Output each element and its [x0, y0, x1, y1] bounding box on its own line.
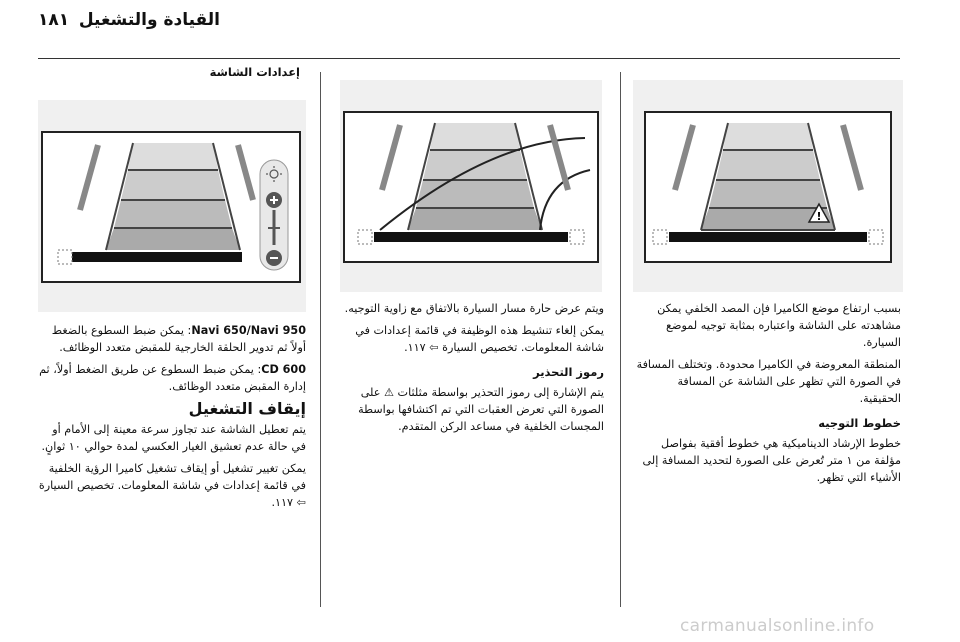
- cd-brightness-paragraph: CD 600: يمكن ضبط السطوع عن طريق الضغط أو…: [38, 361, 306, 395]
- deactivate-paragraph: يمكن إلغاء تنشيط هذه الوظيفة في قائمة إع…: [355, 324, 604, 354]
- navi-brightness-paragraph: Navi 650/Navi 950: يمكن ضبط السطوع بالضغ…: [38, 322, 306, 356]
- display-settings-heading: إعدادات الشاشة: [209, 65, 300, 79]
- column-divider-right: [620, 72, 621, 607]
- guide-lines-paragraph: خطوط الإرشاد الديناميكية هي خطوط أفقية ب…: [642, 437, 901, 484]
- watermark: carmanualsonline.info: [680, 616, 875, 636]
- guide-lines-heading: خطوط التوجيه: [818, 416, 901, 430]
- navi-brightness-text: : يمكن ضبط السطوع بالضغط أولاً ثم تدوير …: [51, 324, 306, 354]
- middle-column-text: ويتم عرض حارة مسار السيارة بالاتفاق مع ز…: [338, 300, 604, 440]
- left-column-text: Navi 650/Navi 950: يمكن ضبط السطوع بالضغ…: [38, 322, 306, 516]
- deactivation-heading: إيقاف التشغيل: [188, 399, 306, 418]
- camera-figure-trajectory: [340, 80, 602, 292]
- warning-symbols-paragraph: يتم الإشارة إلى رموز التحذير بواسطة مثلث…: [358, 386, 604, 433]
- warning-triangle-icon: !: [816, 210, 821, 223]
- column-divider-left: [320, 72, 321, 607]
- right-column-text: بسبب ارتفاع موضع الكاميرا فإن المصد الخل…: [633, 300, 901, 491]
- brightness-slider[interactable]: [259, 159, 289, 271]
- camera-figure-warning: !: [633, 80, 903, 292]
- header-rule: [38, 58, 900, 59]
- camera-position-paragraph: بسبب ارتفاع موضع الكاميرا فإن المصد الخل…: [657, 302, 901, 349]
- cd-brightness-text: : يمكن ضبط السطوع عن طريق الضغط أولاً، ث…: [39, 363, 306, 393]
- sun-icon: [266, 166, 282, 182]
- camera-toggle-paragraph: يمكن تغيير تشغيل أو إيقاف تشغيل كاميرا ا…: [38, 462, 306, 509]
- warning-symbols-heading: رموز التحذير: [533, 365, 604, 379]
- camera-figure-brightness: [38, 100, 306, 312]
- page-header-title: القيادة والتشغيل: [78, 10, 220, 30]
- camera-area-paragraph: المنطقة المعروضة في الكاميرا محدودة. وتخ…: [636, 358, 901, 405]
- page-number: ١٨١: [38, 10, 70, 30]
- deactivation-paragraph: يتم تعطيل الشاشة عند تجاوز سرعة معينة إل…: [41, 423, 306, 453]
- cd-model-label: CD 600: [261, 363, 306, 376]
- navi-model-label: Navi 650/Navi 950: [191, 324, 306, 337]
- trajectory-paragraph: ويتم عرض حارة مسار السيارة بالاتفاق مع ز…: [344, 302, 604, 315]
